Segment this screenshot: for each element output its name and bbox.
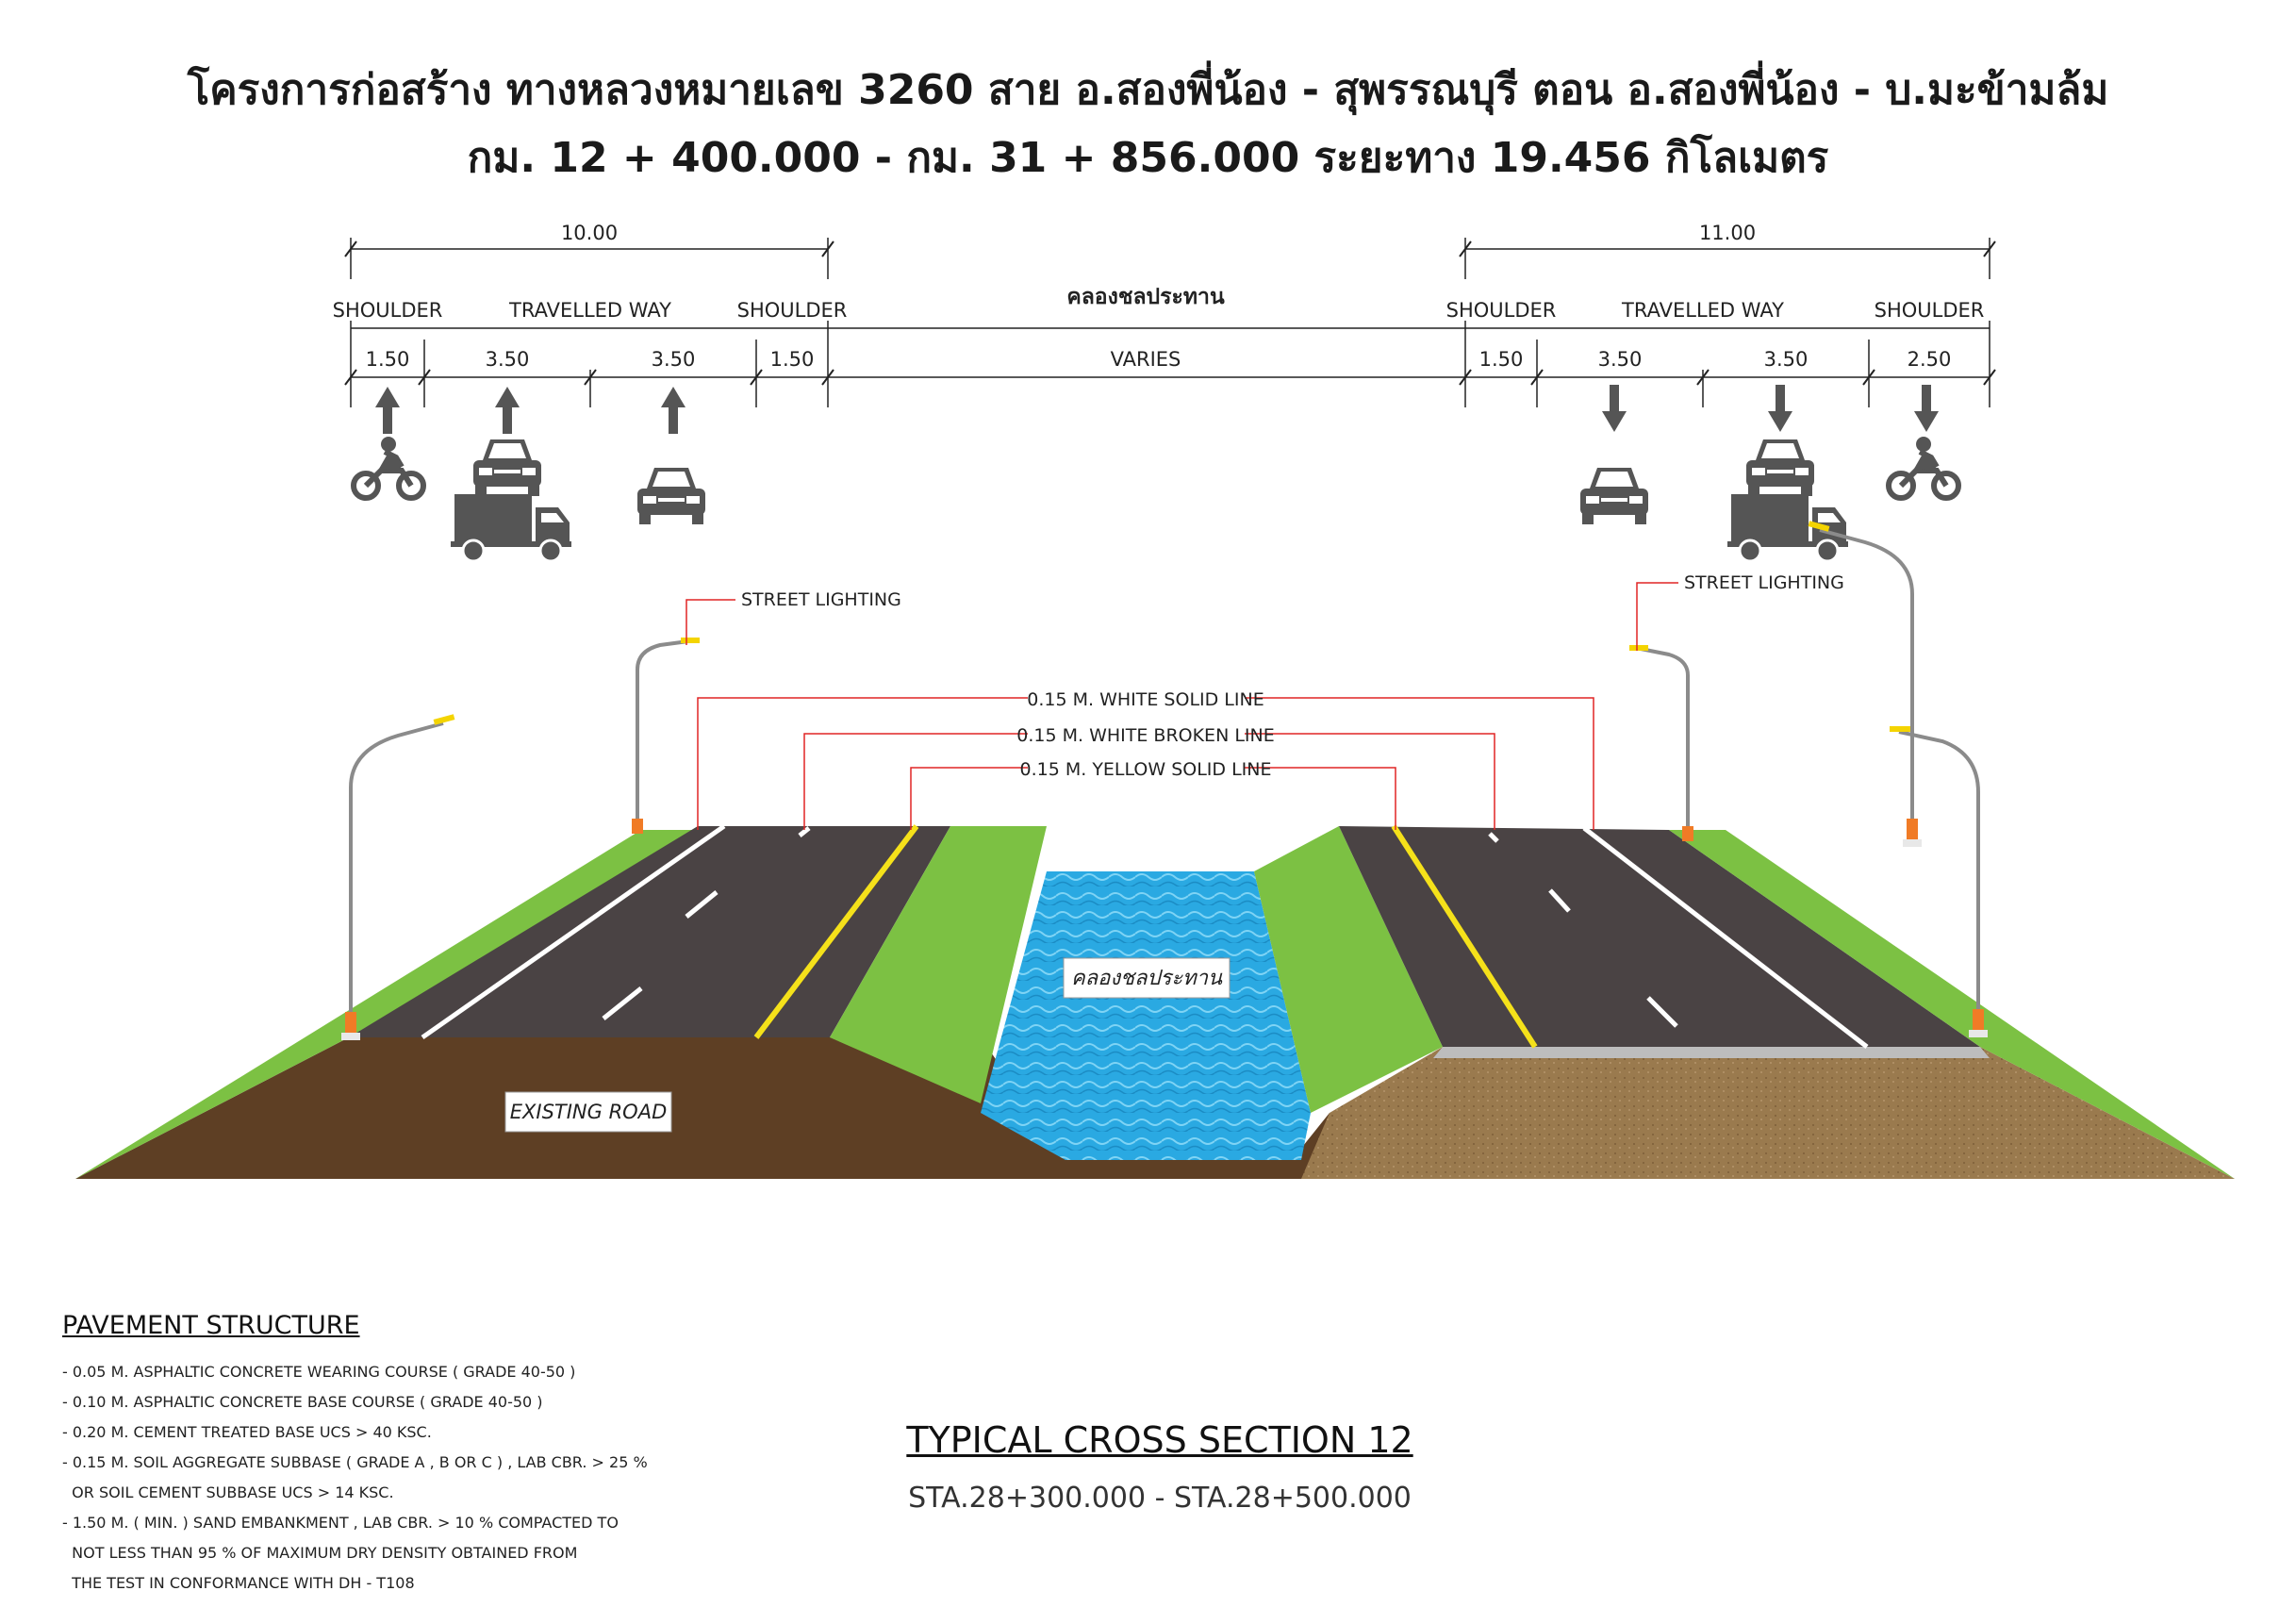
street-lamp xyxy=(632,638,700,834)
left-shoulder-label-2: SHOULDER xyxy=(737,299,848,322)
street-lighting-label-left: STREET LIGHTING xyxy=(741,589,901,610)
arrow-up-icon xyxy=(661,387,685,434)
section-title: TYPICAL CROSS SECTION 12 xyxy=(906,1419,1413,1461)
pavement-item: NOT LESS THAN 95 % OF MAXIMUM DRY DENSIT… xyxy=(62,1544,578,1562)
median-width: VARIES xyxy=(1111,348,1181,371)
car-icon xyxy=(473,439,541,496)
arrow-down-icon xyxy=(1602,385,1627,432)
canal-tag: คลองชลประทาน xyxy=(1071,967,1223,990)
left-shoulder-width-1: 1.50 xyxy=(366,348,410,371)
pavement-item: - 0.05 M. ASPHALTIC CONCRETE WEARING COU… xyxy=(62,1363,576,1381)
project-chainage: กม. 12 + 400.000 - กม. 31 + 856.000 ระยะ… xyxy=(467,134,1829,182)
project-title: โครงการก่อสร้าง ทางหลวงหมายเลข 3260 สาย … xyxy=(187,66,2109,114)
truck-icon xyxy=(1726,492,1850,563)
white-broken-line-label: 0.15 M. WHITE BROKEN LINE xyxy=(1016,725,1274,746)
left-travelled-way-label: TRAVELLED WAY xyxy=(508,299,671,322)
arrow-down-icon xyxy=(1914,385,1939,432)
existing-road-label: EXISTING ROAD xyxy=(510,1101,668,1123)
car-icon xyxy=(637,468,705,524)
left-lane-width-1: 3.50 xyxy=(486,348,530,371)
arrow-down-icon xyxy=(1768,385,1792,432)
yellow-solid-line-label: 0.15 M. YELLOW SOLID LINE xyxy=(1020,759,1272,780)
existing-road-box xyxy=(504,1091,672,1133)
pavement-item: OR SOIL CEMENT SUBBASE UCS > 14 KSC. xyxy=(62,1483,394,1501)
right-shoulder-width-2: 2.50 xyxy=(1908,348,1952,371)
left-shoulder-label-1: SHOULDER xyxy=(333,299,443,322)
motorcycle-icon xyxy=(354,437,423,498)
pavement-item: THE TEST IN CONFORMANCE WITH DH - T108 xyxy=(62,1574,415,1592)
direction-arrows xyxy=(375,385,1939,434)
pavement-structure-notes: PAVEMENT STRUCTURE - 0.05 M. ASPHALTIC C… xyxy=(62,1311,779,1599)
left-shoulder-width-2: 1.50 xyxy=(770,348,815,371)
ground-section xyxy=(75,519,2235,1179)
left-lane-width-2: 3.50 xyxy=(652,348,696,371)
right-shoulder-width-1: 1.50 xyxy=(1479,348,1524,371)
white-solid-line-label: 0.15 M. WHITE SOLID LINE xyxy=(1027,689,1264,710)
right-shoulder-label-2: SHOULDER xyxy=(1875,299,1985,322)
right-travelled-way-label: TRAVELLED WAY xyxy=(1621,299,1784,322)
right-lane-width-1: 3.50 xyxy=(1598,348,1643,371)
street-lamp xyxy=(1806,519,1924,849)
pavement-item: - 0.15 M. SOIL AGGREGATE SUBBASE ( GRADE… xyxy=(62,1453,648,1471)
right-total-width: 11.00 xyxy=(1699,222,1756,244)
motorcycle-icon xyxy=(1889,437,1958,498)
truck-icon xyxy=(449,492,573,563)
arrow-up-icon xyxy=(375,387,400,434)
arrow-up-icon xyxy=(495,387,520,434)
car-icon xyxy=(1580,468,1648,524)
section-station: STA.28+300.000 - STA.28+500.000 xyxy=(908,1482,1412,1515)
dimension-lines xyxy=(344,238,1996,407)
left-total-width: 10.00 xyxy=(561,222,618,244)
street-lighting-label-right: STREET LIGHTING xyxy=(1684,572,1844,593)
pavement-heading: PAVEMENT STRUCTURE xyxy=(62,1311,360,1340)
pavement-item: - 0.20 M. CEMENT TREATED BASE UCS > 40 K… xyxy=(62,1423,432,1441)
right-shoulder-label-1: SHOULDER xyxy=(1446,299,1557,322)
pavement-item: - 1.50 M. ( MIN. ) SAND EMBANKMENT , LAB… xyxy=(62,1514,619,1532)
canal-heading: คลองชลประทาน xyxy=(1066,285,1225,309)
car-icon xyxy=(1746,439,1814,496)
callout-lines xyxy=(685,582,1678,830)
street-lamp xyxy=(1890,726,1988,1037)
pavement-item: - 0.10 M. ASPHALTIC CONCRETE BASE COURSE… xyxy=(62,1393,543,1411)
canal-tag-box xyxy=(1063,957,1231,999)
right-lane-width-2: 3.50 xyxy=(1764,348,1809,371)
street-lamp xyxy=(1629,645,1693,841)
section-caption: TYPICAL CROSS SECTION 12 STA.28+300.000 … xyxy=(849,1419,1471,1515)
